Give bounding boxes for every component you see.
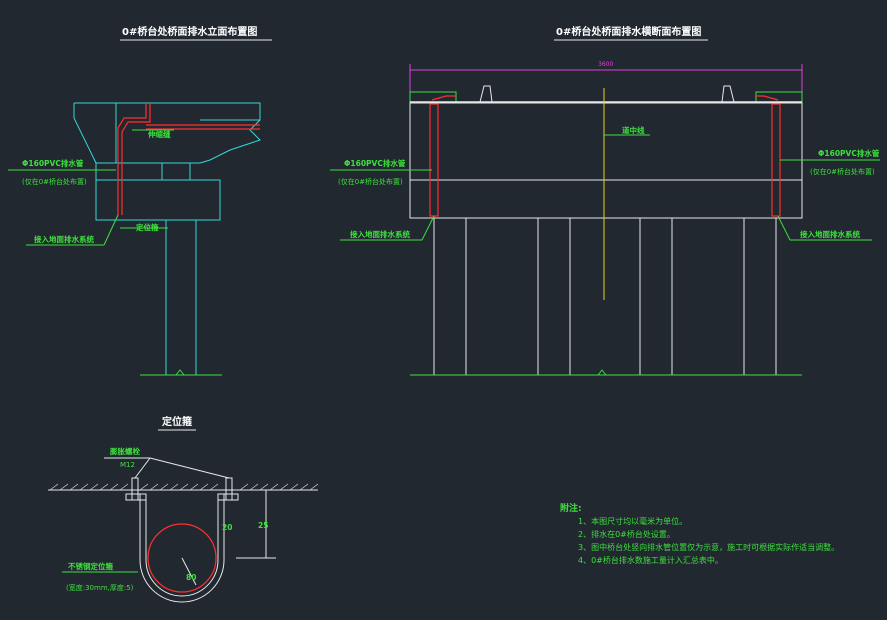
cs-inlet-right (756, 95, 779, 101)
radius-line (181, 557, 197, 586)
dim-v-text: 25 (258, 521, 268, 530)
label-cs-left-pipe: Φ160PVC排水管 (344, 158, 406, 168)
curb-right (721, 85, 735, 103)
notes-block: 附注: 1、本图尺寸均以毫米为单位。 2、排水在0#桥台处设置。 3、图中桥台处… (560, 502, 839, 565)
leader-cs-right-drain-slope (777, 215, 791, 241)
label-cs-left-drain: 接入地面排水系统 (350, 229, 410, 239)
label-bolt: 膨胀螺栓 (109, 446, 140, 456)
label-left-pipe: Φ160PVC排水管 (22, 158, 84, 168)
label-cs-right-pipe: Φ160PVC排水管 (818, 148, 880, 158)
label-left-pipe-note: (仅在0#桥台处布置) (22, 177, 87, 186)
side-elevation-view: Φ160PVC排水管 (仅在0#桥台处布置) 伸缩缝 接入地面排水系统 定位箍 (8, 102, 261, 376)
abutment-cap (74, 102, 261, 164)
leader-bolt-l (134, 457, 151, 479)
clip-flange-left (125, 493, 147, 501)
pier-column (165, 219, 197, 376)
abutment-body (95, 179, 221, 221)
label-left-clip: 定位箍 (136, 222, 159, 232)
leader-drain-slope (103, 214, 119, 246)
break-mark-right (597, 369, 607, 376)
title-side-elevation: 0#桥台处桥面排水立面布置图 (122, 25, 257, 38)
label-clip-material: 不锈钢定位箍 (68, 561, 113, 571)
note-3: 3、图中桥台处竖向排水管位置仅为示意，施工时可根据实际作适当调整。 (578, 542, 839, 552)
barrier-right (755, 91, 803, 103)
clip-band (139, 494, 225, 603)
dim-radius-text: 80 (186, 573, 196, 582)
drain-pipe-side (117, 103, 147, 215)
clip-surface-hatch (49, 483, 319, 491)
label-left-drain: 接入地面排水系统 (34, 234, 94, 244)
barrier-left (409, 91, 457, 103)
clip-flange-right (217, 493, 239, 501)
break-mark-left (175, 369, 185, 376)
label-bolt-size: M12 (120, 461, 135, 469)
leader-cs-left-drain-slope (421, 215, 435, 241)
title-cross-section: 0#桥台处桥面排水横断面布置图 (556, 25, 701, 38)
notes-heading: 附注: (560, 502, 582, 514)
pipe-section (147, 523, 217, 593)
bolt-right (225, 477, 233, 501)
note-1: 1、本图尺寸均以毫米为单位。 (578, 516, 687, 526)
note-4: 4、0#桥台排水数施工量计入汇总表中。 (578, 555, 723, 565)
note-2: 2、排水在0#桥台处设置。 (578, 529, 675, 539)
label-cs-left-pipe-note: (仅在0#桥台处布置) (338, 177, 403, 186)
cs-pipe-right (771, 103, 781, 217)
title-fixing-clip: 定位箍 (162, 415, 192, 428)
label-clip-spec: (宽度:30mm,厚度:5) (66, 583, 134, 592)
pile-group (433, 218, 777, 375)
label-center-line: 道中线 (622, 125, 645, 135)
drain-pipe-side-inner (121, 103, 151, 215)
label-joint: 伸缩缝 (147, 129, 171, 139)
clip-detail-view: 80 20 25 膨胀螺栓 M12 不锈钢定位箍 (宽度:30mm,厚度:5) (48, 446, 319, 603)
leader-bolt-r (149, 457, 230, 479)
bolt-left (131, 477, 139, 501)
dim-h-text: 20 (222, 523, 232, 532)
girder-section (409, 102, 803, 219)
label-cs-right-pipe-note: (仅在0#桥台处布置) (810, 167, 875, 176)
cs-pipe-left (429, 103, 439, 217)
curb-left (479, 85, 493, 103)
dim-width-text: 3600 (598, 61, 613, 68)
cs-inlet-left (431, 95, 456, 101)
cross-section-view: 3600 道中线 Φ160PVC (330, 61, 880, 376)
clip-band-inner (145, 494, 219, 597)
label-cs-right-drain: 接入地面排水系统 (800, 229, 860, 239)
abutment-backwall (73, 103, 116, 164)
